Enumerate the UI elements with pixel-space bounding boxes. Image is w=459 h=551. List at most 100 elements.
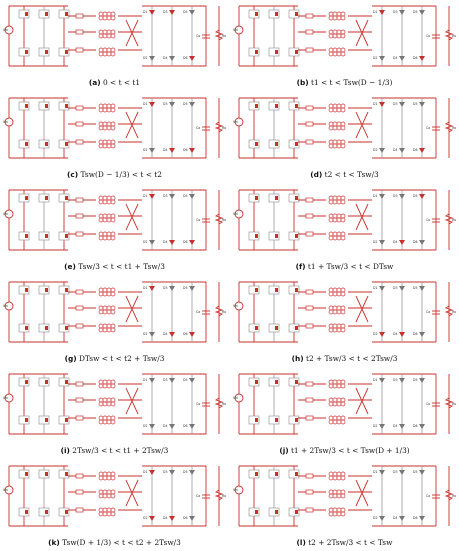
capacitor-label: Co (426, 402, 430, 406)
winding-icon (336, 47, 342, 53)
switch-icon (58, 285, 70, 295)
winding-icon (332, 489, 338, 495)
winding-icon (110, 11, 116, 17)
winding-icon (98, 419, 104, 425)
winding-icon (98, 475, 104, 481)
source-label: Vin (3, 304, 8, 308)
winding-icon (340, 15, 346, 21)
winding-icon (328, 125, 334, 131)
winding-icon (102, 213, 108, 219)
winding-icon (106, 415, 112, 421)
winding-icon (110, 125, 116, 131)
winding-icon (328, 511, 334, 517)
winding-icon (110, 489, 116, 495)
diode-icon (379, 286, 385, 291)
winding-icon (110, 231, 116, 237)
winding-icon (332, 323, 338, 329)
gate-icon (275, 12, 278, 16)
panel-condition: t2 + 2Tsw/3 < t < Tsw (305, 538, 393, 547)
diode-label: D1 (373, 470, 377, 474)
diode-icon (169, 102, 175, 107)
winding-icon (102, 493, 108, 499)
winding-icon (98, 489, 104, 495)
switch-icon (38, 469, 50, 479)
panel-tag: (j) (279, 446, 289, 455)
switch-icon (288, 9, 300, 19)
winding-icon (328, 379, 334, 385)
diode-icon (399, 194, 405, 199)
switch-icon (18, 285, 30, 295)
gate-icon (65, 510, 68, 514)
winding-icon (106, 15, 112, 21)
switch-icon (268, 415, 280, 425)
switch-icon (288, 285, 300, 295)
winding-icon (110, 103, 116, 109)
winding-icon (110, 309, 116, 315)
diode-icon (149, 332, 155, 337)
diode-label: D5 (183, 10, 187, 14)
winding-icon (102, 143, 108, 149)
winding-icon (98, 213, 104, 219)
diode-label: D6 (183, 516, 187, 520)
winding-icon (340, 287, 346, 293)
diode-label: D4 (163, 516, 167, 520)
winding-icon (340, 511, 346, 517)
winding-icon (340, 291, 346, 297)
gate-icon (25, 234, 28, 238)
switch-icon (268, 507, 280, 517)
load-label: Ro (222, 494, 226, 498)
gate-icon (25, 510, 28, 514)
gate-icon (295, 234, 298, 238)
winding-icon (98, 383, 104, 389)
winding-icon (332, 397, 338, 403)
diode-label: D4 (393, 56, 397, 60)
diode-label: D1 (373, 102, 377, 106)
winding-icon (340, 493, 346, 499)
switch-icon (58, 9, 70, 19)
diode-icon (149, 470, 155, 475)
winding-icon (106, 11, 112, 17)
capacitor-label: Co (196, 218, 200, 222)
winding-icon (328, 213, 334, 219)
inductor-icon (305, 231, 314, 237)
winding-icon (102, 139, 108, 145)
winding-icon (340, 415, 346, 421)
switch-icon (288, 101, 300, 111)
panel-caption: (d) t2 < t < Tsw/3 (230, 168, 459, 181)
winding-icon (340, 489, 346, 495)
winding-icon (332, 121, 338, 127)
winding-icon (336, 139, 342, 145)
diode-icon (149, 240, 155, 245)
winding-icon (340, 51, 346, 57)
gate-icon (45, 326, 48, 330)
winding-icon (102, 235, 108, 241)
gate-icon (295, 326, 298, 330)
diode-label: D4 (393, 240, 397, 244)
diode-label: D5 (413, 378, 417, 382)
panel-caption: (e) Tsw/3 < t < t1 + Tsw/3 (0, 260, 229, 273)
winding-icon (328, 143, 334, 149)
winding-icon (106, 213, 112, 219)
gate-icon (295, 50, 298, 54)
winding-icon (98, 415, 104, 421)
gate-icon (275, 142, 278, 146)
diode-icon (149, 424, 155, 429)
winding-icon (328, 305, 334, 311)
winding-icon (332, 287, 338, 293)
winding-icon (110, 143, 116, 149)
winding-icon (332, 511, 338, 517)
winding-icon (340, 29, 346, 35)
diode-label: D1 (143, 102, 147, 106)
winding-icon (328, 51, 334, 57)
winding-icon (336, 213, 342, 219)
switch-icon (18, 101, 30, 111)
switch-icon (38, 47, 50, 57)
winding-icon (328, 217, 334, 223)
winding-icon (328, 11, 334, 17)
winding-icon (110, 397, 116, 403)
winding-icon (328, 103, 334, 109)
